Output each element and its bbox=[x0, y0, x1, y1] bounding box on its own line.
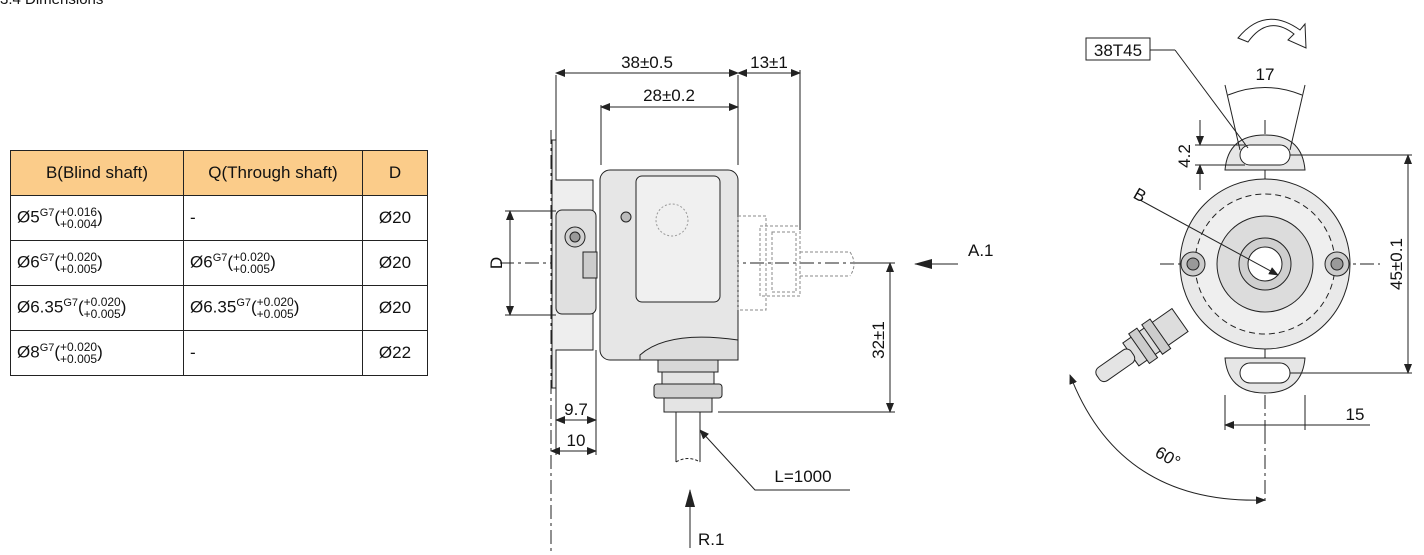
logo-mark bbox=[655, 203, 689, 237]
dim-mount: 45±0.1 bbox=[1387, 238, 1406, 290]
dim-body: 28±0.2 bbox=[643, 86, 695, 105]
dim-tab: 15 bbox=[1346, 405, 1365, 424]
arrow-r-label: R.1 bbox=[698, 530, 724, 549]
angle-label: 60° bbox=[1152, 443, 1184, 472]
cell-d: Ø20 bbox=[362, 195, 428, 241]
front-view bbox=[1069, 18, 1412, 505]
cell-blind: Ø5G7(+0.016+0.004) bbox=[10, 195, 184, 241]
rear-cable-option bbox=[737, 215, 855, 311]
dim-slot: 17 bbox=[1256, 65, 1275, 84]
col-header-through: Q(Through shaft) bbox=[183, 150, 363, 196]
body-screw bbox=[620, 211, 632, 223]
table-row: Ø8G7(+0.020+0.005) - Ø22 bbox=[10, 330, 428, 376]
cell-d: Ø20 bbox=[362, 240, 428, 286]
dim-slot-width: 4.2 bbox=[1175, 144, 1194, 168]
section-heading: 3.4 Dimensions bbox=[0, 0, 103, 8]
cell-through: Ø6G7(+0.020+0.005) bbox=[183, 240, 363, 286]
cable bbox=[675, 412, 701, 462]
side-view bbox=[500, 69, 958, 555]
cell-d: Ø22 bbox=[362, 330, 428, 376]
dim-overall: 38±0.5 bbox=[621, 53, 673, 72]
clamp-tab bbox=[582, 251, 598, 279]
dim-cable: 13±1 bbox=[750, 53, 788, 72]
label-plate bbox=[635, 175, 721, 303]
dim-height: 32±1 bbox=[869, 321, 888, 359]
col-header-blind: B(Blind shaft) bbox=[10, 150, 184, 196]
table-header-row: B(Blind shaft) Q(Through shaft) D bbox=[10, 150, 428, 196]
shaft-spec-table: B(Blind shaft) Q(Through shaft) D Ø5G7(+… bbox=[10, 150, 428, 376]
cell-blind: Ø8G7(+0.020+0.005) bbox=[10, 330, 184, 376]
side-view-labels: 38±0.5 13±1 28±0.2 D 32±1 9.7 10 L=1000 … bbox=[487, 53, 994, 549]
front-cable bbox=[1095, 307, 1189, 383]
cell-through: - bbox=[183, 330, 363, 376]
cable-gland bbox=[657, 359, 719, 373]
col-header-d: D bbox=[362, 150, 428, 196]
cell-blind: Ø6.35G7(+0.020+0.005) bbox=[10, 285, 184, 331]
shaft-bore bbox=[1247, 246, 1283, 282]
cell-through: - bbox=[183, 195, 363, 241]
dim-flange-1: 9.7 bbox=[564, 400, 588, 419]
table-row: Ø5G7(+0.016+0.004) - Ø20 bbox=[10, 195, 428, 241]
dim-d: D bbox=[487, 257, 506, 269]
rotation-arrow-icon bbox=[1237, 18, 1307, 49]
bottom-slot bbox=[1239, 362, 1291, 384]
cable-length: L=1000 bbox=[774, 467, 831, 486]
model-box bbox=[1085, 37, 1151, 61]
dim-flange-2: 10 bbox=[567, 431, 586, 450]
cell-through: Ø6.35G7(+0.020+0.005) bbox=[183, 285, 363, 331]
model-label: 38T45 bbox=[1094, 41, 1142, 60]
arrow-a-label: A.1 bbox=[968, 241, 994, 260]
